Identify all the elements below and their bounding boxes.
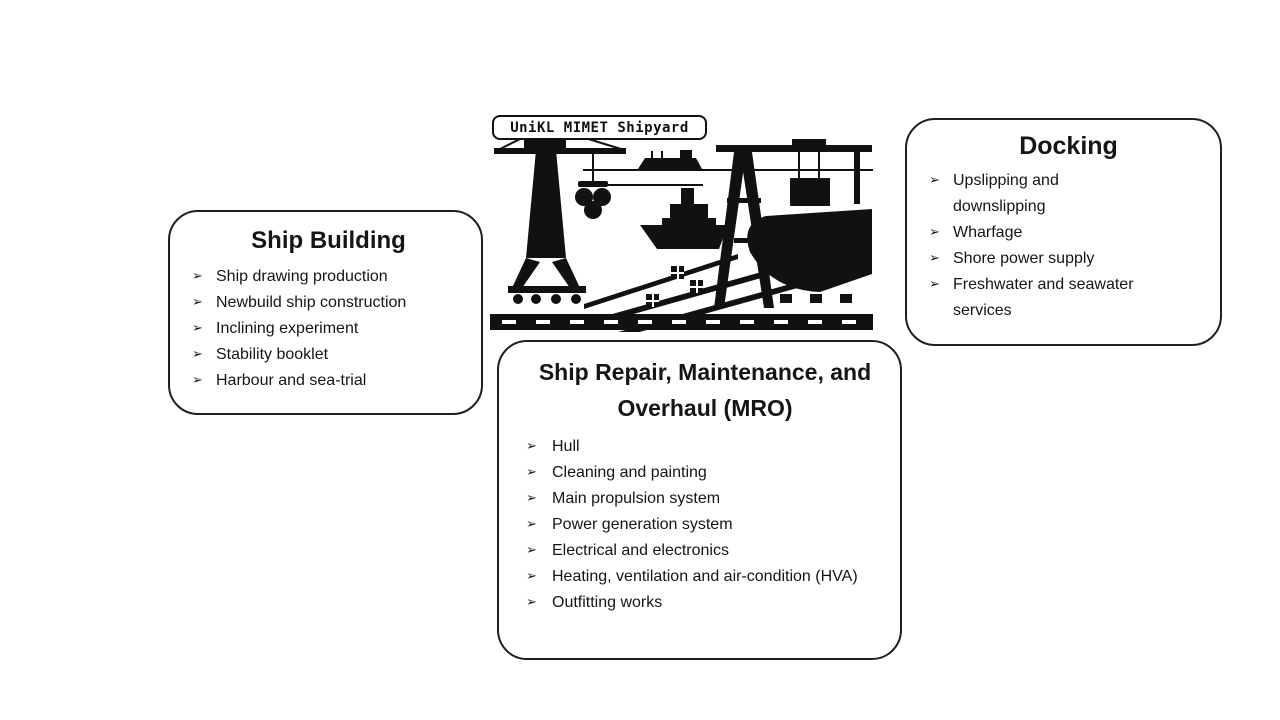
list-item-text: Heating, ventilation and air-condition (… xyxy=(552,568,858,585)
list-item: ➢ Upslipping and downslipping xyxy=(929,168,1208,220)
list-item-text: Harbour and sea-trial xyxy=(216,372,367,389)
list-item-text: Electrical and electronics xyxy=(552,542,729,559)
arrow-bullet-icon: ➢ xyxy=(929,225,940,240)
shipyard-illustration xyxy=(488,108,875,332)
list-item: ➢ Cleaning and painting xyxy=(526,460,884,486)
list-item: ➢ Electrical and electronics xyxy=(526,538,884,564)
list-item-text: Cleaning and painting xyxy=(552,464,707,481)
arrow-bullet-icon: ➢ xyxy=(526,465,537,480)
list-item-text: Outfitting works xyxy=(552,594,663,611)
list-item: ➢ Main propulsion system xyxy=(526,486,884,512)
arrow-bullet-icon: ➢ xyxy=(192,295,203,310)
mro-panel: Ship Repair, Maintenance, and Overhaul (… xyxy=(497,340,902,660)
list-item: ➢ Ship drawing production xyxy=(192,264,465,290)
list-item-text: Inclining experiment xyxy=(216,320,359,337)
list-item-text: Wharfage xyxy=(953,224,1023,241)
list-item: ➢ Harbour and sea-trial xyxy=(192,368,465,394)
list-item-text: Stability booklet xyxy=(216,346,329,363)
docking-panel: Docking ➢ Upslipping and downslipping ➢ … xyxy=(905,118,1222,346)
ship-building-title: Ship Building xyxy=(251,227,406,254)
shipyard-label: UniKL MIMET Shipyard xyxy=(492,115,707,140)
arrow-bullet-icon: ➢ xyxy=(526,491,537,506)
list-item-text: Power generation system xyxy=(552,516,733,533)
list-item-text: Freshwater and seawater services xyxy=(953,276,1134,319)
list-item-text: Ship drawing production xyxy=(216,268,388,285)
arrow-bullet-icon: ➢ xyxy=(929,173,940,188)
list-item-text: Main propulsion system xyxy=(552,490,721,507)
docking-list: ➢ Upslipping and downslipping ➢ Wharfage… xyxy=(929,168,1208,324)
shipyard-scene-svg xyxy=(490,124,873,332)
arrow-bullet-icon: ➢ xyxy=(192,373,203,388)
arrow-bullet-icon: ➢ xyxy=(526,595,537,610)
arrow-bullet-icon: ➢ xyxy=(929,251,940,266)
list-item: ➢ Newbuild ship construction xyxy=(192,290,465,316)
list-item-text: Shore power supply xyxy=(953,250,1095,267)
arrow-bullet-icon: ➢ xyxy=(526,543,537,558)
list-item-text: Hull xyxy=(552,438,580,455)
ship-building-list: ➢ Ship drawing production ➢ Newbuild shi… xyxy=(192,264,465,394)
shipyard-label-text: UniKL MIMET Shipyard xyxy=(510,119,689,136)
arrow-bullet-icon: ➢ xyxy=(526,517,537,532)
arrow-bullet-icon: ➢ xyxy=(526,569,537,584)
list-item: ➢ Wharfage xyxy=(929,220,1208,246)
arrow-bullet-icon: ➢ xyxy=(526,439,537,454)
docking-title: Docking xyxy=(1019,132,1118,160)
list-item: ➢ Freshwater and seawater services xyxy=(929,272,1208,324)
arrow-bullet-icon: ➢ xyxy=(192,269,203,284)
list-item: ➢ Shore power supply xyxy=(929,246,1208,272)
ship-building-panel: Ship Building ➢ Ship drawing production … xyxy=(168,210,483,415)
arrow-bullet-icon: ➢ xyxy=(929,277,940,292)
mro-title: Ship Repair, Maintenance, and Overhaul (… xyxy=(538,359,872,421)
arrow-bullet-icon: ➢ xyxy=(192,321,203,336)
list-item: ➢ Hull xyxy=(526,434,884,460)
list-item-text: Upslipping and downslipping xyxy=(953,172,1059,215)
mro-list: ➢ Hull ➢ Cleaning and painting ➢ Main pr… xyxy=(526,434,884,616)
list-item: ➢ Inclining experiment xyxy=(192,316,465,342)
list-item-text: Newbuild ship construction xyxy=(216,294,407,311)
list-item: ➢ Outfitting works xyxy=(526,590,884,616)
arrow-bullet-icon: ➢ xyxy=(192,347,203,362)
list-item: ➢ Power generation system xyxy=(526,512,884,538)
list-item: ➢ Heating, ventilation and air-condition… xyxy=(526,564,884,590)
list-item: ➢ Stability booklet xyxy=(192,342,465,368)
